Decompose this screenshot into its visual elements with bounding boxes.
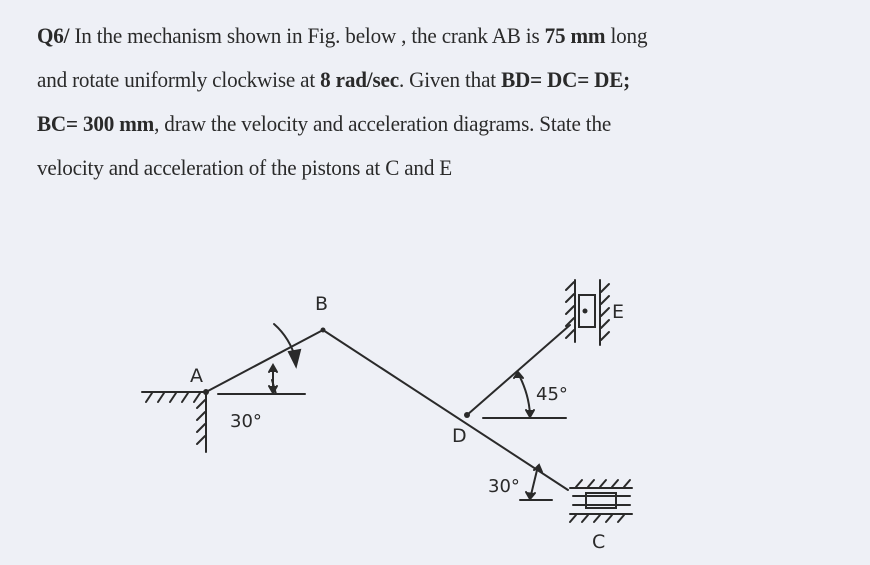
- angle-crank-label: 30°: [230, 411, 262, 432]
- slider-c-icon: [569, 479, 633, 523]
- question-line-4: velocity and acceleration of the pistons…: [37, 155, 453, 180]
- slider-e-icon: [565, 279, 610, 346]
- label-d: D: [452, 425, 467, 447]
- ground-a-icon: [141, 391, 207, 453]
- label-b: B: [315, 293, 328, 315]
- question-line-1: Q6/ In the mechanism shown in Fig. below…: [37, 23, 648, 48]
- label-e: E: [612, 301, 624, 323]
- label-a: A: [190, 365, 203, 387]
- question-line-3: BC= 300 mm, draw the velocity and accele…: [37, 111, 612, 136]
- question-line-2: and rotate uniformly clockwise at 8 rad/…: [37, 67, 631, 92]
- link-de: [466, 324, 571, 416]
- angle-dc-label: 30°: [488, 476, 520, 497]
- link-bdc: [322, 329, 569, 491]
- label-c: C: [592, 531, 605, 553]
- question-text: Q6/ In the mechanism shown in Fig. below…: [37, 14, 789, 190]
- question-number: Q6/: [37, 23, 70, 48]
- angle-de-label: 45°: [536, 384, 568, 405]
- crank-ab: [205, 329, 324, 393]
